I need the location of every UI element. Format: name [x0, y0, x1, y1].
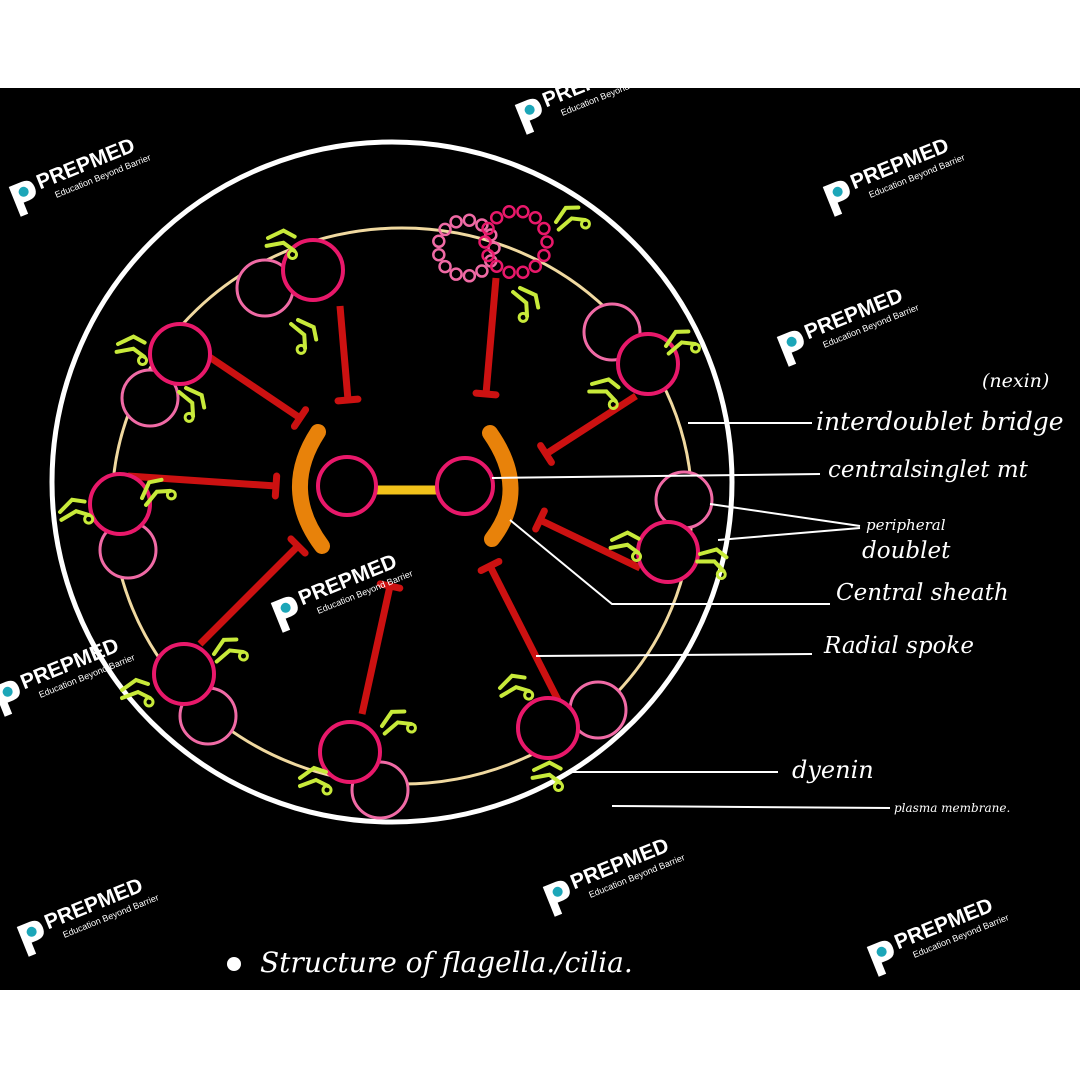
central-sheath-right	[482, 425, 519, 547]
dynein-arm-8-2	[587, 377, 621, 411]
leader-radial-spoke	[535, 653, 813, 657]
dynein-arm-beaded-2	[511, 286, 541, 323]
beaded-b-tubule	[432, 213, 501, 283]
radial-spoke-head-6	[376, 580, 404, 592]
radial-spoke-9	[544, 393, 638, 457]
central-singlet-right	[435, 456, 495, 516]
beaded-doublet	[432, 205, 591, 323]
radial-spoke-head-7	[477, 557, 503, 575]
radial-spoke-head-5	[287, 535, 309, 557]
radial-spoke-3	[206, 353, 302, 421]
a-tubule	[318, 720, 382, 784]
dynein-arm-4-1	[120, 677, 155, 708]
dynein-arm-6-2	[530, 760, 565, 793]
peripheral-doublets	[58, 228, 729, 820]
radial-spoke-1	[336, 305, 352, 401]
radial-spoke-head-3	[290, 406, 310, 430]
label-central-singlet: centralsinglet mt	[828, 457, 1029, 483]
central-singlet-left	[316, 455, 378, 517]
peripheral-doublet-5	[298, 709, 417, 820]
dynein-arm-4-2	[212, 637, 249, 664]
b-tubule	[120, 368, 180, 428]
radial-spoke-head-9	[537, 442, 555, 466]
peripheral-doublet-6	[498, 673, 628, 793]
dynein-arm-5-2	[380, 709, 417, 736]
peripheral-doublet-4	[120, 637, 249, 746]
radial-spokes	[127, 277, 642, 715]
a-tubule	[88, 472, 152, 536]
dynein-arm-5-1	[298, 765, 333, 796]
radial-spoke-head-2	[472, 389, 500, 399]
label-central-sheath: Central sheath	[836, 580, 1009, 606]
flagella-cross-section-diagram: (nexin) interdoublet bridge centralsingl…	[0, 88, 1064, 979]
dynein-arm-6-1	[498, 673, 535, 701]
leader-peripheral-b	[717, 527, 861, 541]
a-tubule	[636, 520, 700, 584]
radial-spoke-5	[197, 543, 301, 647]
caption: Structure of flagella./cilia.	[260, 946, 633, 979]
dynein-arm-2-1	[114, 334, 149, 367]
dynein-arm-3-2	[140, 477, 177, 507]
a-tubule	[148, 322, 212, 386]
dynein-arm-1-2	[289, 318, 319, 355]
dynein-arm-3-1	[58, 497, 95, 525]
plasma-membrane-circle	[49, 139, 735, 825]
leader-central-singlet	[491, 473, 821, 479]
radial-spoke-6	[358, 585, 394, 715]
radial-spoke-2	[482, 277, 500, 395]
a-tubule	[516, 696, 580, 760]
leader-plasma-membrane	[611, 805, 891, 809]
dynein-arm-1-1	[264, 228, 299, 261]
dynein-arm-8-1	[664, 329, 701, 356]
label-doublet: doublet	[862, 538, 951, 564]
label-dynein: dyenin	[792, 756, 874, 784]
radial-spoke-7	[486, 564, 564, 706]
leader-central-sheath	[509, 519, 830, 605]
dynein-arm-7-2	[695, 547, 729, 581]
leader-lines	[491, 422, 891, 809]
label-nexin: (nexin)	[982, 370, 1049, 392]
caption-bullet	[227, 957, 241, 971]
label-peripheral: peripheral	[866, 516, 946, 534]
radial-spoke-head-4	[271, 472, 281, 500]
radial-spoke-8	[538, 516, 642, 572]
peripheral-doublet-8	[582, 302, 701, 411]
peripheral-doublet-2	[114, 322, 212, 428]
dynein-arm-beaded-1	[554, 205, 591, 232]
peripheral-doublet-7	[608, 470, 729, 584]
label-interdoublet-bridge: interdoublet bridge	[816, 407, 1064, 436]
label-plasma-membrane: plasma membrane.	[894, 801, 1010, 815]
peripheral-doublet-1	[235, 228, 345, 355]
a-tubule	[281, 238, 345, 302]
a-tubule	[152, 642, 216, 706]
beaded-a-tubule	[478, 205, 554, 279]
radial-spoke-head-8	[532, 507, 548, 533]
radial-spoke-4	[127, 472, 277, 490]
label-radial-spoke: Radial spoke	[823, 633, 974, 659]
leader-peripheral-a	[709, 503, 861, 527]
dynein-arm-2-2	[177, 386, 207, 423]
diagram-board: (nexin) interdoublet bridge centralsingl…	[0, 88, 1080, 990]
central-sheath-left	[292, 424, 330, 554]
a-tubule	[616, 332, 680, 396]
b-tubule	[654, 470, 714, 530]
peripheral-doublet-3	[58, 472, 177, 580]
dynein-arm-7-1	[608, 530, 643, 563]
radial-spoke-head-1	[334, 395, 362, 405]
